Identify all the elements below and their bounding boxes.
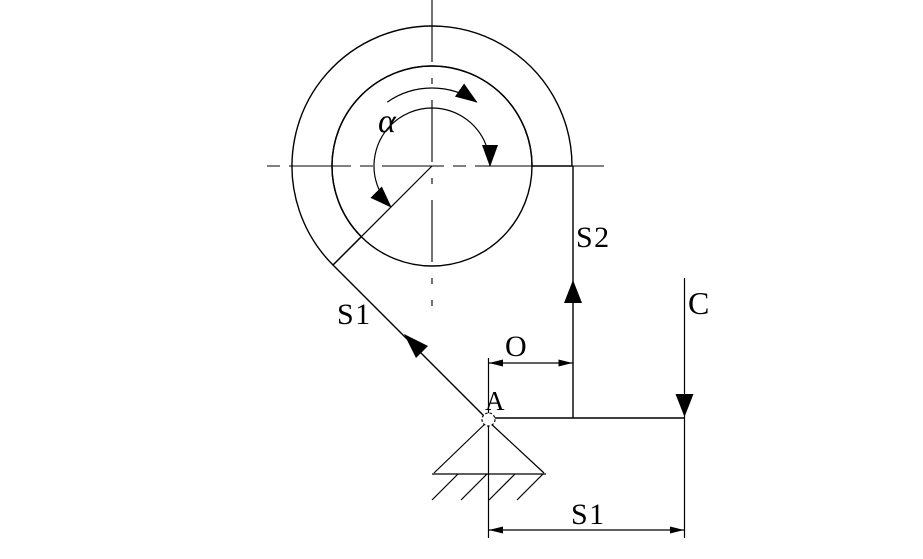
s1-force-arrow [404,334,428,358]
o-dimension [488,359,573,367]
o-dim-right-arrow [558,359,573,367]
wrap-angle-arc [370,107,498,208]
s1-dimension [488,526,685,534]
pin-support [431,420,546,501]
support-right-side [487,420,545,474]
o-dim-left-arrow [489,359,503,367]
s1-belt-label: S1 [337,298,372,331]
ground-hatch-4 [516,473,544,501]
c-force-label: C [688,285,709,321]
ground-hatch-1 [431,473,459,501]
s1-dim-right-arrow [670,526,684,534]
s1-dim-label: S1 [571,498,606,531]
support-left-side [433,420,489,474]
point-a-label: A [485,386,505,416]
o-dim-label: O [505,330,527,363]
pin-a [481,412,496,427]
s2-force-arrow [564,280,582,303]
rotation-direction-arrow [386,83,478,103]
s2-belt-label: S2 [576,221,611,254]
s1-dim-left-arrow [489,526,503,534]
ground-hatch-2 [460,473,488,501]
alpha-label: α [378,103,397,140]
radius-line [332,165,433,266]
ground-hatch-3 [488,473,516,501]
c-force-arrow [675,394,694,417]
